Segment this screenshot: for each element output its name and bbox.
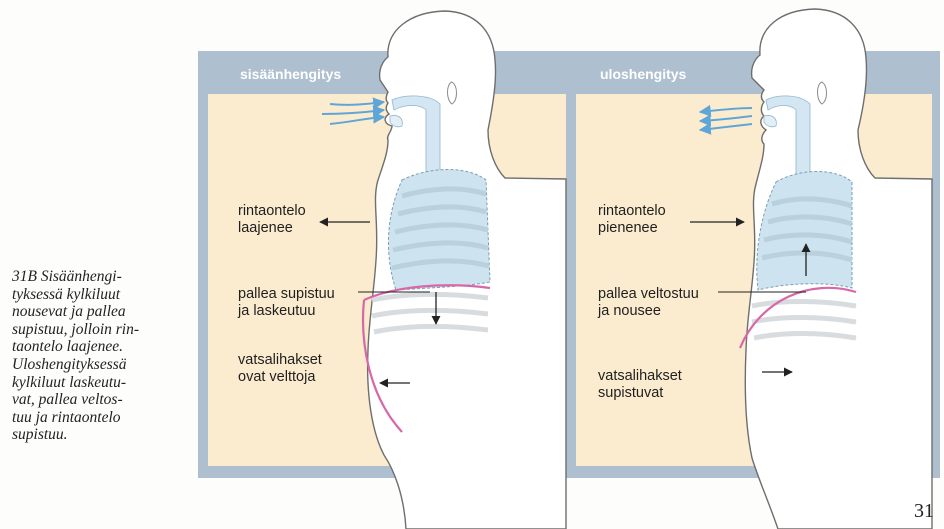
caption-line: Uloshengityksessä <box>12 356 187 374</box>
caption-line: 31B Sisäänhengi- <box>12 268 187 286</box>
caption-line: tuu ja rintaontelo <box>12 409 187 427</box>
svg-text:ja nousee: ja nousee <box>597 303 661 319</box>
page-number: 31 <box>914 500 934 523</box>
caption-line: nousevat ja pallea <box>12 303 187 321</box>
panel-title-inhale: sisäänhengitys <box>240 66 341 82</box>
caption-line: supistuu. <box>12 426 187 444</box>
svg-text:laajenee: laajenee <box>238 220 293 236</box>
caption-line: kylkiluut laskeutu- <box>12 374 187 392</box>
svg-text:vatsalihakset: vatsalihakset <box>598 368 682 384</box>
svg-text:ovat velttoja: ovat velttoja <box>238 369 316 385</box>
label-chest-exhale: rintaontelo pienenee <box>598 203 666 236</box>
svg-text:rintaontelo: rintaontelo <box>598 203 666 219</box>
figure-caption: 31B Sisäänhengi- tyksessä kylkiluut nous… <box>12 268 187 444</box>
caption-line: taontelo laajenee. <box>12 338 187 356</box>
caption-line: supistuu, jolloin rin- <box>12 321 187 339</box>
caption-line: vat, pallea veltos- <box>12 391 187 409</box>
svg-text:supistuvat: supistuvat <box>598 385 663 401</box>
svg-text:vatsalihakset: vatsalihakset <box>238 352 322 368</box>
panel-title-exhale: uloshengitys <box>600 66 687 82</box>
svg-text:pienenee: pienenee <box>598 220 658 236</box>
svg-text:rintaontelo: rintaontelo <box>238 203 306 219</box>
label-abdomen-inhale: vatsalihakset ovat velttoja <box>238 352 322 385</box>
svg-text:pallea veltostuu: pallea veltostuu <box>598 286 699 302</box>
svg-text:pallea supistuu: pallea supistuu <box>238 286 335 302</box>
svg-text:ja laskeutuu: ja laskeutuu <box>237 303 315 319</box>
caption-line: tyksessä kylkiluut <box>12 286 187 304</box>
